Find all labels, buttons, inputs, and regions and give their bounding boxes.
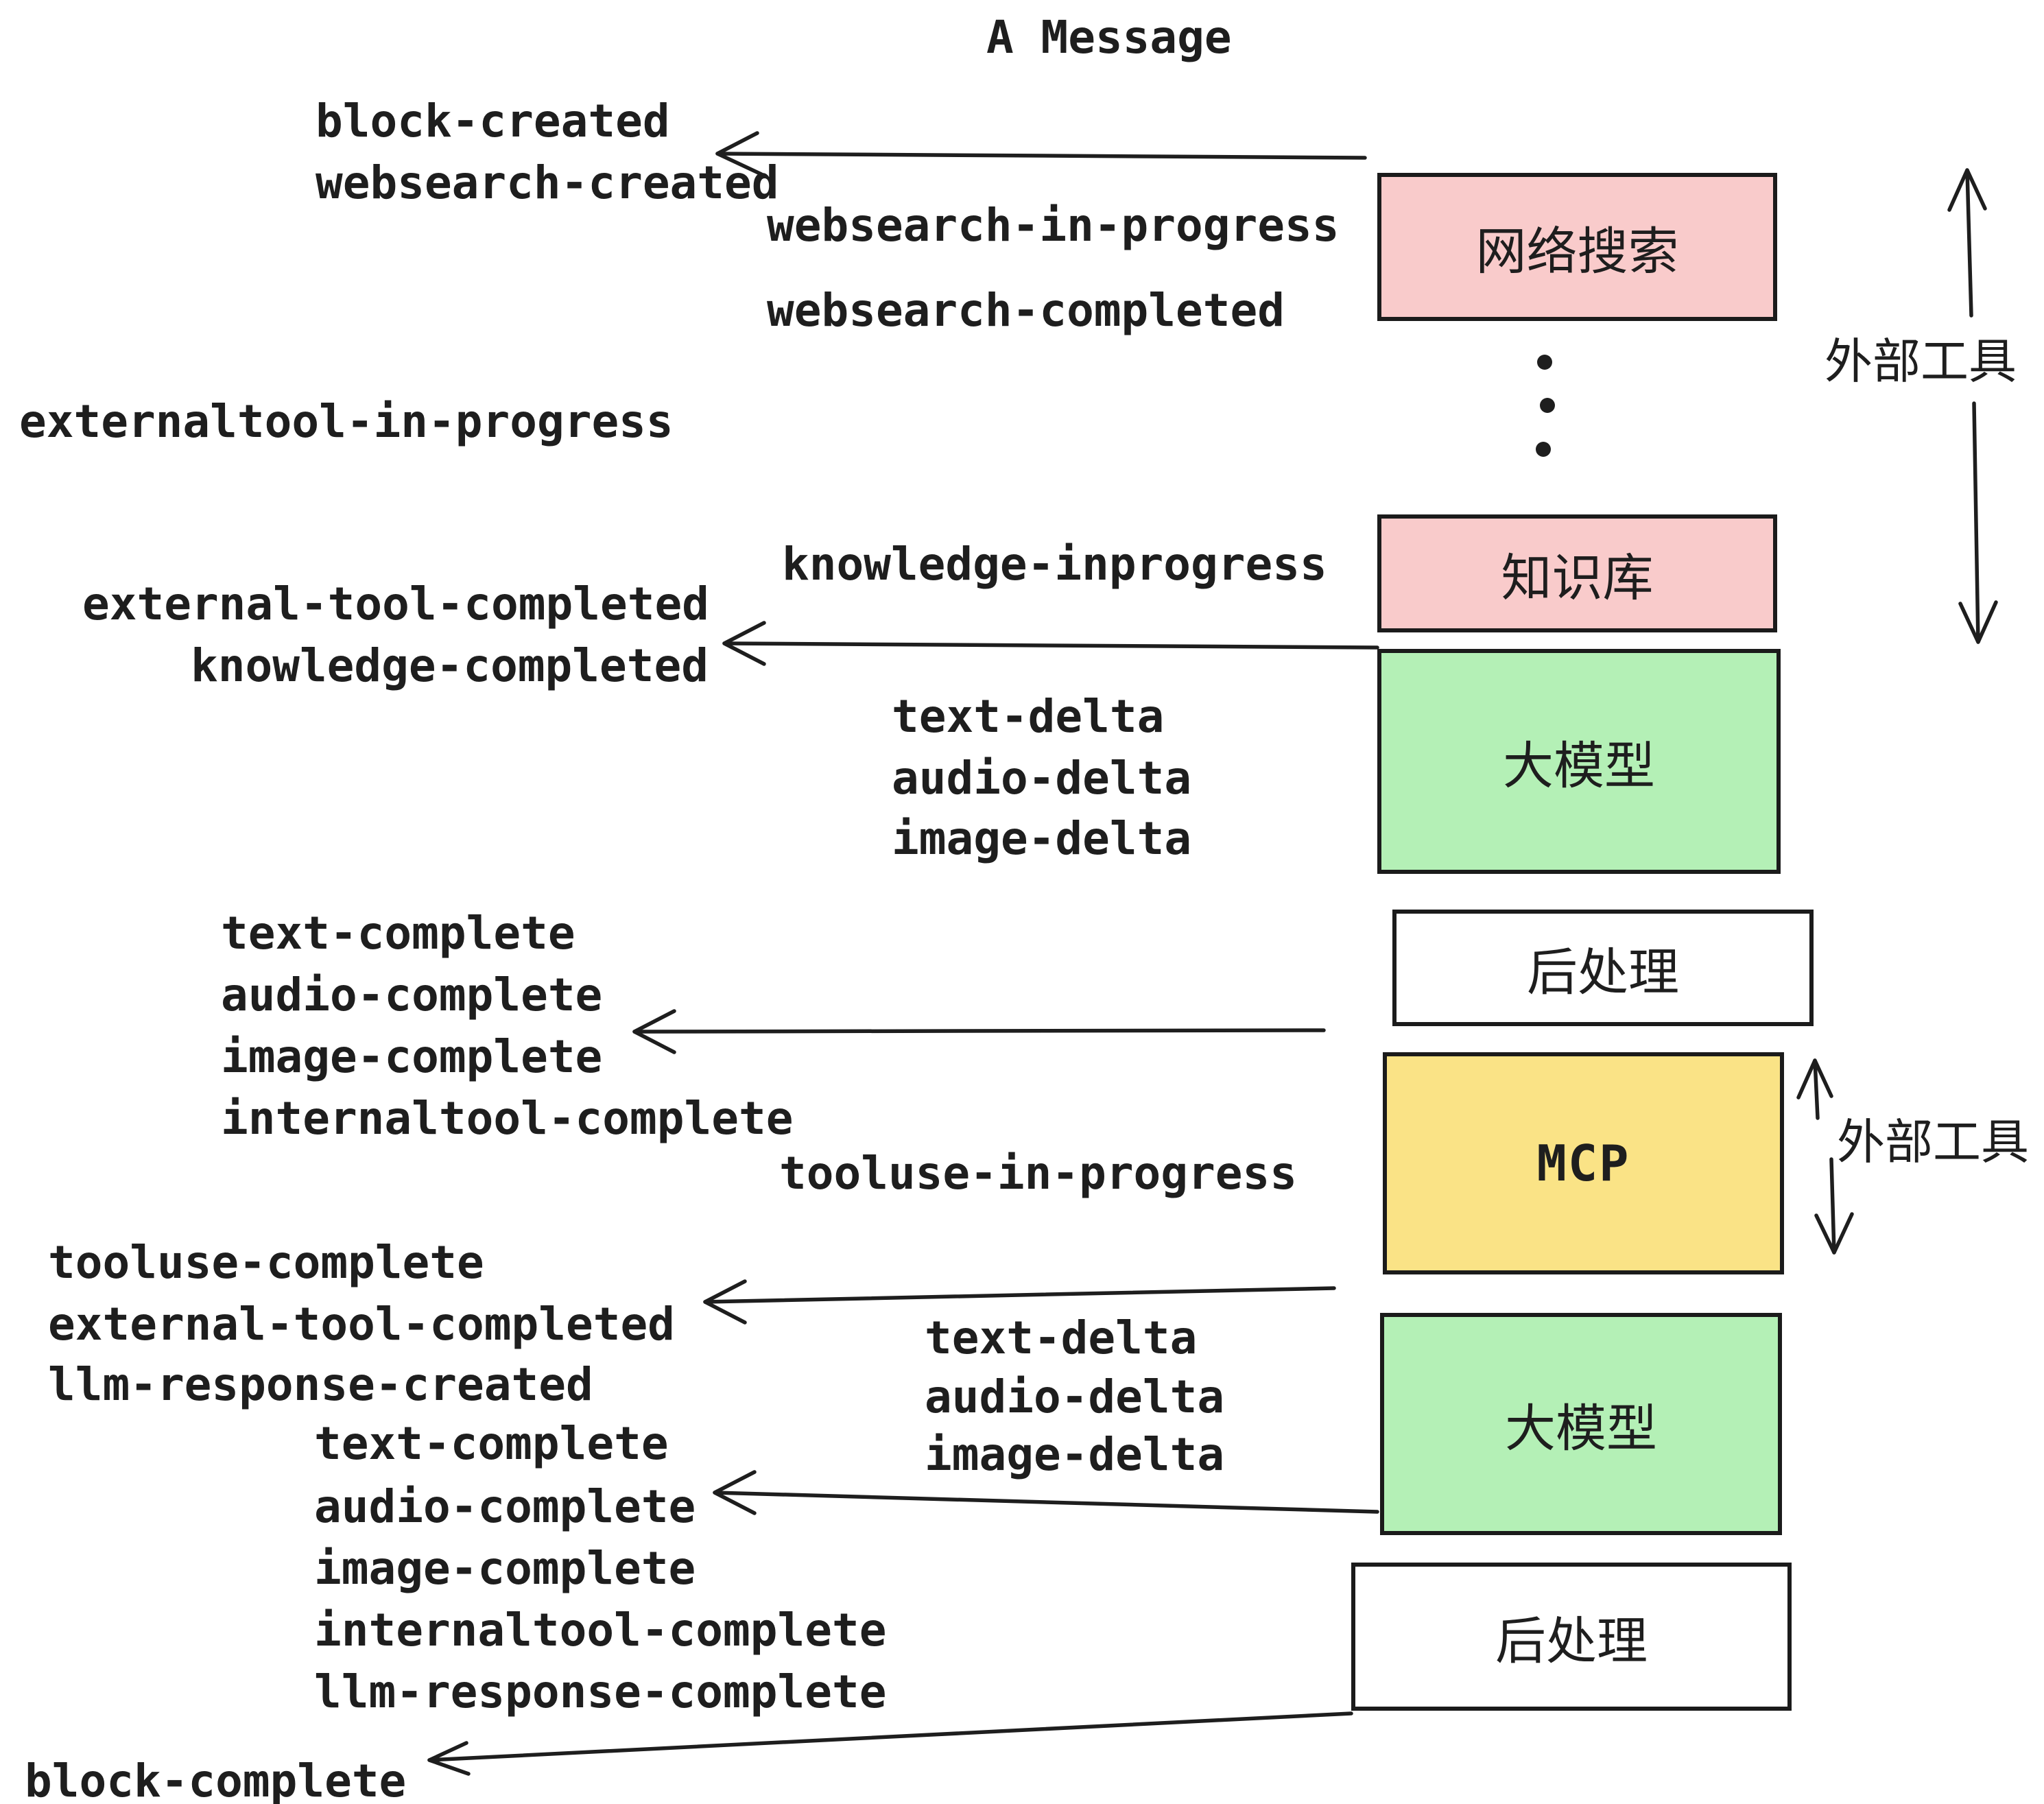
event-label-block-created: block-created: [316, 95, 670, 147]
node-llm-2: 大模型: [1380, 1313, 1782, 1535]
event-label-externaltool-in-progress: externaltool-in-progress: [19, 395, 674, 448]
event-label-tooluse-complete: tooluse-complete: [48, 1236, 484, 1289]
event-label-image-complete-1: image-complete: [221, 1030, 603, 1083]
event-label-websearch-in-progress: websearch-in-progress: [767, 199, 1340, 252]
event-label-audio-complete-1: audio-complete: [221, 969, 603, 1021]
event-label-block-complete: block-complete: [25, 1755, 407, 1804]
arrow-knowledge-to-completed: [722, 621, 1379, 666]
event-label-websearch-completed: websearch-completed: [767, 284, 1285, 337]
ellipsis-dots-icon: [1536, 355, 1555, 457]
event-label-audio-delta-1: audio-delta: [892, 752, 1192, 805]
node-llm-1: 大模型: [1377, 649, 1781, 874]
node-postprocess-1-label: 后处理: [1527, 942, 1679, 1002]
external-tools-double-arrow-top: [1947, 168, 1998, 644]
node-llm-2-label: 大模型: [1505, 1399, 1657, 1458]
node-postprocess-2-label: 后处理: [1495, 1611, 1648, 1671]
node-postprocess-2: 后处理: [1351, 1563, 1792, 1711]
event-label-llm-response-created: llm-response-created: [48, 1358, 593, 1411]
event-label-image-complete-2: image-complete: [314, 1542, 696, 1595]
event-label-text-delta-2: text-delta: [925, 1312, 1198, 1364]
event-label-text-complete-1: text-complete: [221, 907, 575, 960]
arrow-postprocess2-to-block-complete: [427, 1711, 1353, 1776]
node-postprocess-1: 后处理: [1392, 910, 1814, 1026]
event-label-knowledge-completed: knowledge-completed: [191, 639, 709, 692]
event-label-websearch-created: websearch-created: [316, 156, 779, 209]
node-websearch: 网络搜索: [1377, 173, 1777, 321]
event-label-internaltool-complete-1: internaltool-complete: [221, 1092, 794, 1145]
event-label-tooluse-in-progress: tooluse-in-progress: [779, 1147, 1297, 1200]
event-label-knowledge-inprogress: knowledge-inprogress: [782, 538, 1327, 591]
external-tools-label-mcp: 外部工具: [1837, 1114, 2029, 1170]
node-llm-1-label: 大模型: [1503, 736, 1655, 796]
node-mcp: MCP: [1383, 1052, 1784, 1274]
event-label-internaltool-complete-2: internaltool-complete: [314, 1604, 887, 1657]
event-label-external-tool-completed-2: external-tool-completed: [48, 1298, 675, 1351]
arrow-websearch-to-created: [715, 131, 1367, 176]
node-knowledge-base: 知识库: [1377, 514, 1777, 632]
event-label-text-delta-1: text-delta: [892, 690, 1165, 743]
event-label-llm-response-complete: llm-response-complete: [314, 1665, 887, 1718]
node-knowledge-base-label: 知识库: [1501, 548, 1654, 608]
event-label-audio-delta-2: audio-delta: [925, 1370, 1225, 1423]
event-label-text-complete-2: text-complete: [314, 1417, 669, 1470]
event-label-audio-complete-2: audio-complete: [314, 1480, 696, 1533]
node-mcp-label: MCP: [1536, 1135, 1630, 1192]
diagram-title: A Message: [986, 11, 1232, 64]
event-label-image-delta-2: image-delta: [925, 1428, 1225, 1481]
external-tools-label-top: 外部工具: [1825, 333, 2017, 390]
arrow-postprocess-to-complete: [632, 1009, 1326, 1054]
event-label-external-tool-completed: external-tool-completed: [82, 578, 709, 630]
event-label-image-delta-1: image-delta: [892, 812, 1192, 865]
node-websearch-label: 网络搜索: [1475, 222, 1679, 281]
